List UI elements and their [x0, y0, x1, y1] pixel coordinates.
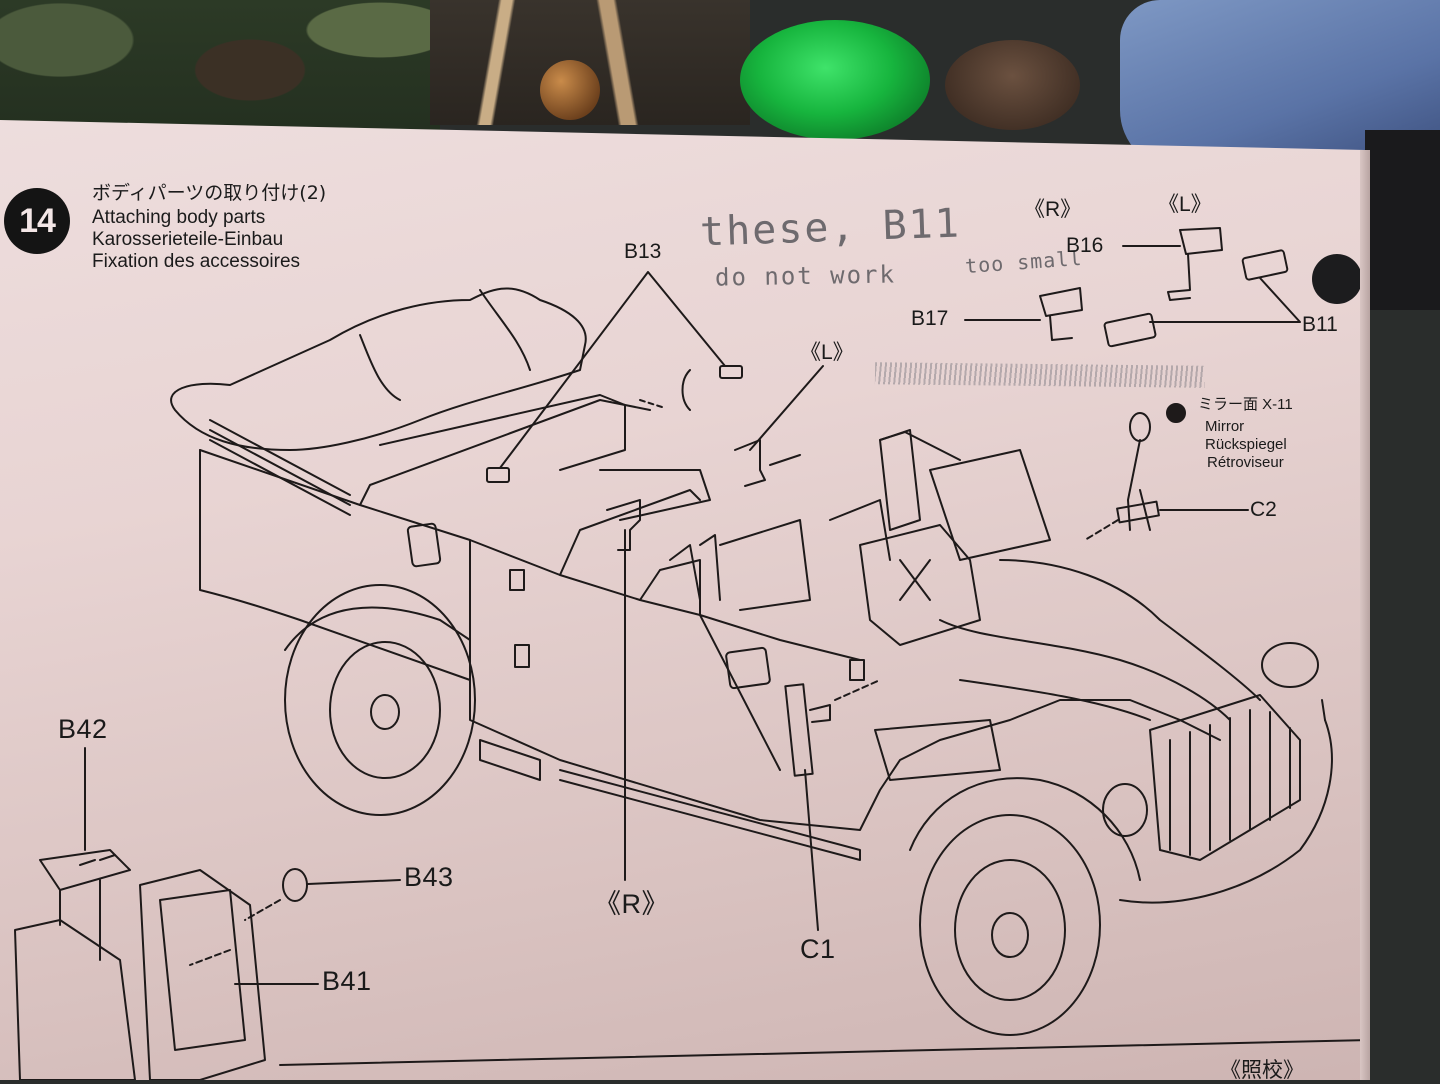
- mirror-note-french: Rétroviseur: [1207, 454, 1284, 471]
- rear-wheel: [284, 584, 476, 816]
- car-body: [199, 449, 1221, 831]
- part-label-b13: B13: [624, 240, 662, 263]
- part-label-b11: B11: [1302, 313, 1338, 336]
- binding-hole: [1312, 254, 1362, 304]
- part-label-c2: C2: [1250, 498, 1277, 521]
- green-bottle-cap: [740, 20, 930, 140]
- jerrycan-on-body: [859, 524, 981, 646]
- side-label-r-top: 《R》: [1024, 198, 1082, 221]
- folded-roof: [170, 287, 587, 451]
- part-label-c1: C1: [800, 934, 836, 964]
- footer-fragment: 《照校》: [1220, 1059, 1304, 1082]
- sheet-edge: [1360, 150, 1370, 1080]
- part-label-b43: B43: [404, 862, 454, 892]
- step-number-badge: 14: [4, 188, 70, 254]
- side-label-r-bottom: 《R》: [594, 889, 669, 919]
- part-label-b41: B41: [322, 966, 372, 996]
- jerrycan-b42: [14, 919, 136, 1080]
- mirror-note-german: Rückspiegel: [1205, 436, 1287, 453]
- mirror-note-english: Mirror: [1205, 418, 1245, 435]
- part-label-b16: B16: [1066, 234, 1104, 257]
- side-label-l-mid: 《L》: [800, 341, 854, 364]
- step-title-german: Karosserieteile-Einbau: [92, 229, 284, 250]
- mirror-paint-note: ミラー面 X-11: [1198, 396, 1293, 413]
- jerrycan-b41: [139, 869, 266, 1080]
- step-title-english: Attaching body parts: [92, 207, 266, 228]
- front-wheel: [919, 814, 1101, 1036]
- step-title-japanese: ボディパーツの取り付け(2): [92, 182, 327, 204]
- part-label-b17: B17: [911, 307, 949, 330]
- camouflage-cloth: [0, 0, 440, 130]
- wooden-sphere: [540, 60, 600, 120]
- dark-background: [1365, 130, 1440, 310]
- brown-disc: [945, 40, 1080, 130]
- part-label-b42: B42: [58, 714, 108, 744]
- side-label-l-top: 《L》: [1158, 193, 1212, 216]
- step-title-french: Fixation des accessoires: [92, 251, 301, 272]
